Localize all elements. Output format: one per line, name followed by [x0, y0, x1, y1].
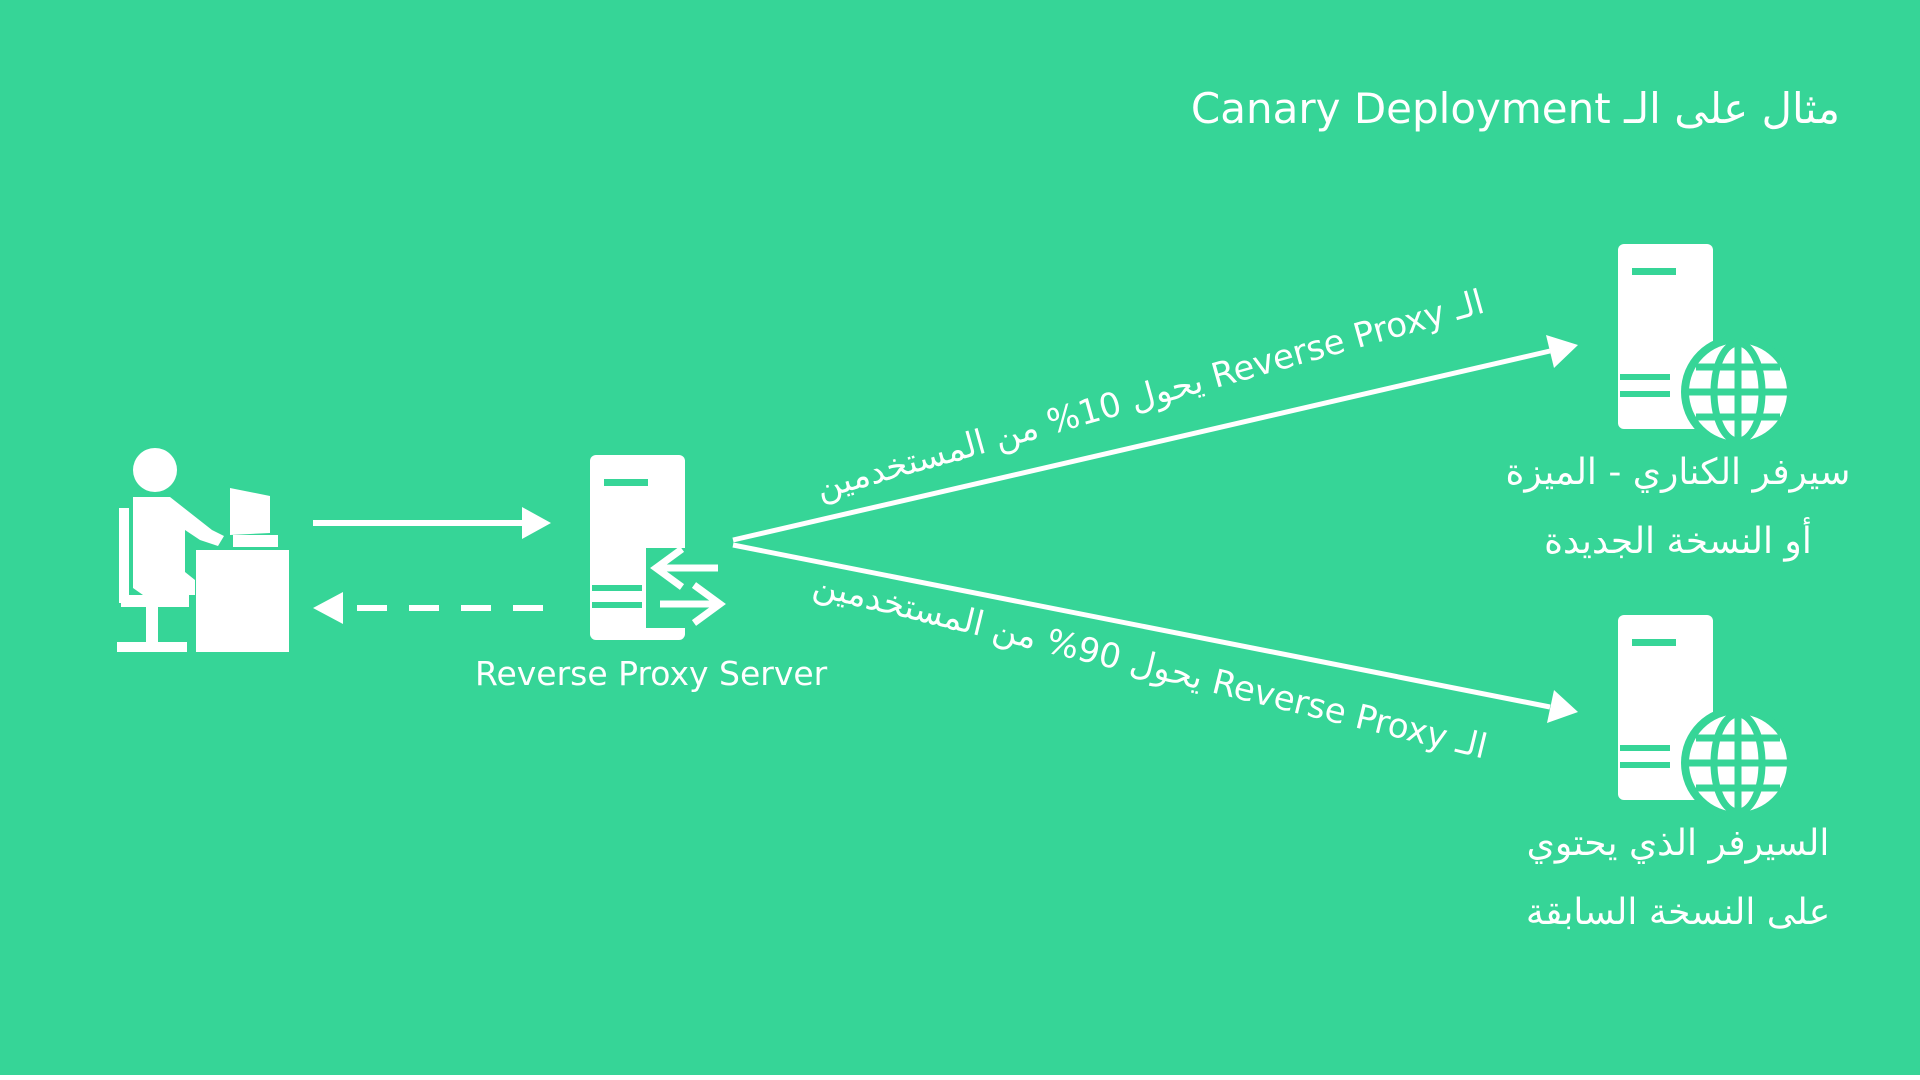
old-traffic-arrow: [732, 542, 1578, 723]
old-server-icon: [1618, 615, 1795, 820]
diagram-title: مثال على الـ Canary Deployment: [1190, 84, 1840, 133]
old-server-label-line1: السيرفر الذي يحتوي: [1526, 823, 1830, 864]
old-server-label-line2: على النسخة السابقة: [1525, 892, 1831, 933]
canary-server-label-line2: أو النسخة الجديدة: [1544, 521, 1812, 562]
user-at-desk-icon: [117, 448, 289, 652]
request-arrow: [313, 507, 551, 539]
reverse-proxy-label: Reverse Proxy Server: [475, 654, 828, 693]
canary-server-icon: [1618, 244, 1795, 449]
bottom-border: [0, 1075, 1920, 1080]
reverse-proxy-server-icon: [590, 455, 726, 640]
response-arrow: [313, 592, 543, 624]
canary-traffic-arrow: [732, 335, 1578, 543]
canary-server-label-line1: سيرفر الكناري - الميزة: [1505, 452, 1851, 493]
